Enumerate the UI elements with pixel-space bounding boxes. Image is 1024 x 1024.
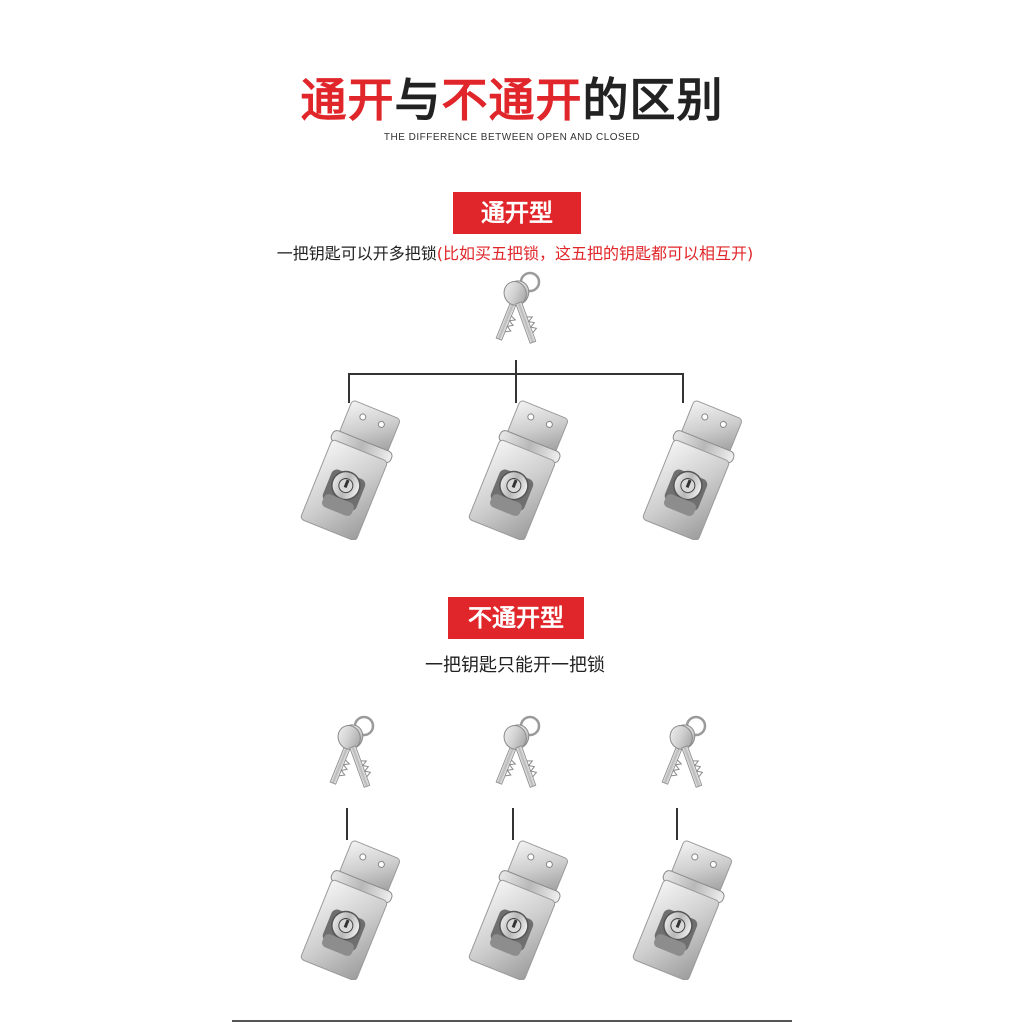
- common-key-tag: 通开型: [453, 192, 581, 234]
- connector-single-right: [676, 808, 678, 840]
- title-part-unique: 不通开: [441, 73, 583, 127]
- hasp-lock-icon: [622, 840, 742, 980]
- connector-drop-left: [348, 373, 350, 403]
- connector-single-left: [346, 808, 348, 840]
- hasp-lock-icon: [290, 400, 410, 540]
- common-key-desc-note: (比如买五把锁，这五把的钥匙都可以相互开): [436, 244, 754, 263]
- key-icon: [316, 712, 386, 802]
- hasp-lock-icon: [290, 840, 410, 980]
- unique-key-description: 一把钥匙只能开一把锁: [425, 655, 605, 676]
- common-key-desc-main: 一把钥匙可以开多把锁: [276, 244, 437, 263]
- common-key-description: 一把钥匙可以开多把锁(比如买五把锁，这五把的钥匙都可以相互开): [0, 240, 1024, 264]
- page-title: 通开与不通开的区别: [0, 70, 1024, 130]
- unique-key-tag: 不通开型: [448, 597, 584, 639]
- hasp-lock-icon: [632, 400, 752, 540]
- title-part-common: 通开: [300, 73, 395, 127]
- title-part-and: 与: [394, 73, 442, 127]
- key-icon: [648, 712, 718, 802]
- hasp-lock-icon: [458, 400, 578, 540]
- title-part-difference: 的区别: [582, 73, 724, 127]
- connector-drop-center: [515, 373, 517, 403]
- hasp-lock-icon: [458, 840, 578, 980]
- page-subtitle: THE DIFFERENCE BETWEEN OPEN AND CLOSED: [383, 132, 641, 143]
- connector-single-center: [512, 808, 514, 840]
- key-icon: [482, 712, 552, 802]
- connector-drop-right: [682, 373, 684, 403]
- bottom-divider: [232, 1020, 792, 1022]
- connector-vertical-main: [515, 360, 517, 374]
- key-icon: [482, 268, 552, 358]
